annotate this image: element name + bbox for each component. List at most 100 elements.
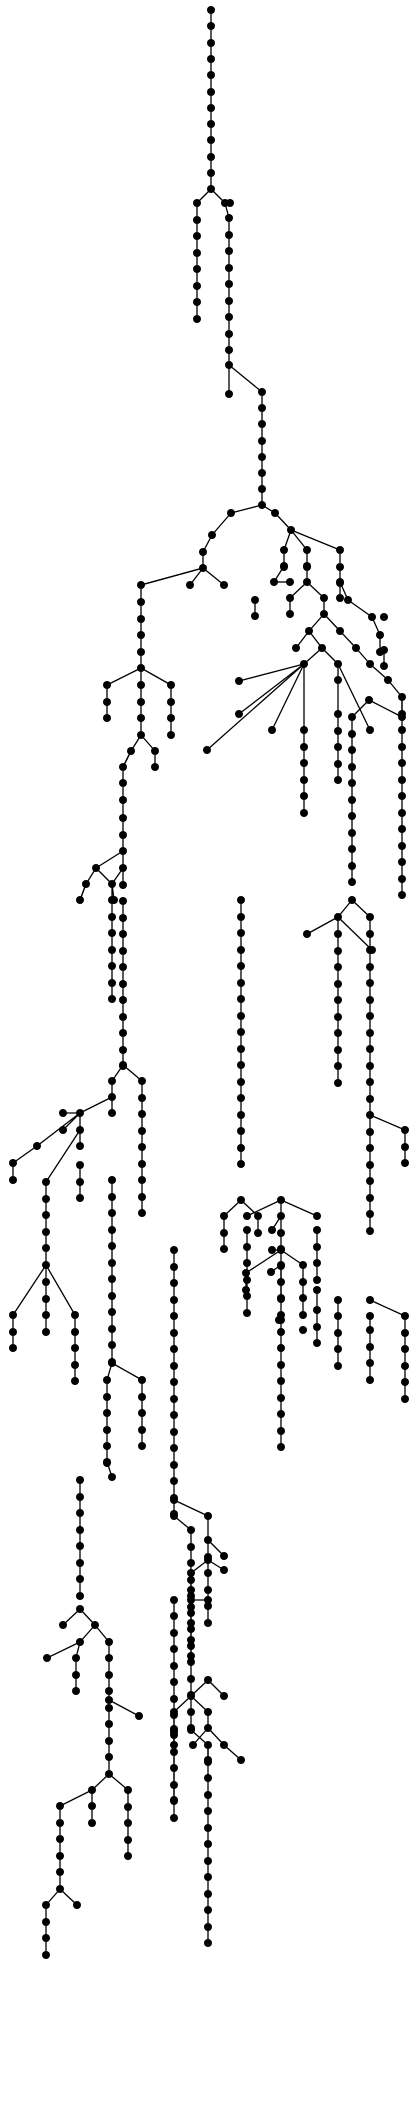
tree-node [119, 1046, 127, 1054]
tree-node [243, 1292, 251, 1300]
tree-node [348, 878, 356, 886]
tree-node [401, 1345, 409, 1353]
tree-node [313, 1339, 321, 1347]
tree-node [119, 847, 127, 855]
tree-node [334, 947, 342, 955]
tree-node [258, 420, 266, 428]
tree-node [208, 531, 216, 539]
tree-node [243, 1226, 251, 1234]
tree-node [277, 1361, 285, 1369]
tree-node [170, 1764, 178, 1772]
tree-node [334, 980, 342, 988]
tree-node [366, 1177, 374, 1185]
tree-node [237, 1078, 245, 1086]
tree-node [33, 1142, 41, 1150]
tree-node [237, 1045, 245, 1053]
tree-node [105, 1720, 113, 1728]
tree-node [286, 610, 294, 618]
tree-node [137, 615, 145, 623]
tree-node [204, 1840, 212, 1848]
tree-node [167, 731, 175, 739]
tree-node [105, 1737, 113, 1745]
tree-node [138, 1393, 146, 1401]
tree-node [376, 631, 384, 639]
tree-node [72, 1671, 80, 1679]
tree-node [187, 1609, 195, 1617]
tree-node [76, 1161, 84, 1169]
tree-node [320, 610, 328, 618]
tree-node [193, 216, 201, 224]
tree-edge [351, 899, 371, 918]
tree-node [277, 1294, 285, 1302]
tree-node [204, 1873, 212, 1881]
tree-node [225, 313, 233, 321]
tree-node [207, 185, 215, 193]
tree-node [303, 930, 311, 938]
tree-node [137, 698, 145, 706]
tree-node [237, 962, 245, 970]
tree-node [401, 1395, 409, 1403]
tree-node [170, 1496, 178, 1504]
tree-node [56, 1852, 64, 1860]
tree-node [108, 1359, 116, 1367]
tree-node [313, 1286, 321, 1294]
tree-node [76, 1126, 84, 1134]
tree-node [258, 388, 266, 396]
tree-node [207, 39, 215, 47]
tree-node [254, 1229, 262, 1237]
tree-node [348, 862, 356, 870]
tree-node [220, 1229, 228, 1237]
tree-edge [111, 1362, 143, 1381]
tree-node [258, 501, 266, 509]
tree-edge [206, 663, 305, 751]
tree-node [170, 1395, 178, 1403]
tree-node [334, 1013, 342, 1021]
tree-node [88, 1802, 96, 1810]
tree-node [334, 760, 342, 768]
tree-node [237, 913, 245, 921]
tree-node [220, 1692, 228, 1700]
tree-node [366, 1012, 374, 1020]
tree-node [258, 404, 266, 412]
tree-node [227, 509, 235, 517]
tree-node [348, 896, 356, 904]
tree-node [348, 845, 356, 853]
tree-node [170, 1345, 178, 1353]
tree-nodes [9, 6, 409, 1959]
tree-node [334, 710, 342, 718]
tree-node [258, 453, 266, 461]
tree-node [193, 199, 201, 207]
tree-edge [59, 1789, 93, 1807]
tree-edge [95, 850, 124, 869]
tree-node [103, 681, 111, 689]
tree-node [193, 282, 201, 290]
tree-node [56, 1868, 64, 1876]
tree-node [137, 681, 145, 689]
tree-edge [173, 1499, 209, 1517]
tree-node [242, 1269, 250, 1277]
tree-node [366, 726, 374, 734]
tree-node [334, 1046, 342, 1054]
tree-node [366, 1326, 374, 1334]
tree-node [124, 1803, 132, 1811]
tree-node [401, 1329, 409, 1337]
tree-node [170, 1781, 178, 1789]
tree-node [76, 1142, 84, 1150]
tree-node [103, 1426, 111, 1434]
tree-node [137, 648, 145, 656]
tree-node [105, 1704, 113, 1712]
tree-node [401, 1312, 409, 1320]
tree-node [103, 698, 111, 706]
tree-node [225, 231, 233, 239]
tree-node [237, 1160, 245, 1168]
tree-node [334, 930, 342, 938]
tree-node [76, 1542, 84, 1550]
tree-edge [211, 512, 232, 536]
tree-node [167, 698, 175, 706]
tree-node [226, 199, 234, 207]
tree-node [225, 214, 233, 222]
tree-node [108, 1275, 116, 1283]
tree-node [313, 1243, 321, 1251]
tree-node [137, 581, 145, 589]
